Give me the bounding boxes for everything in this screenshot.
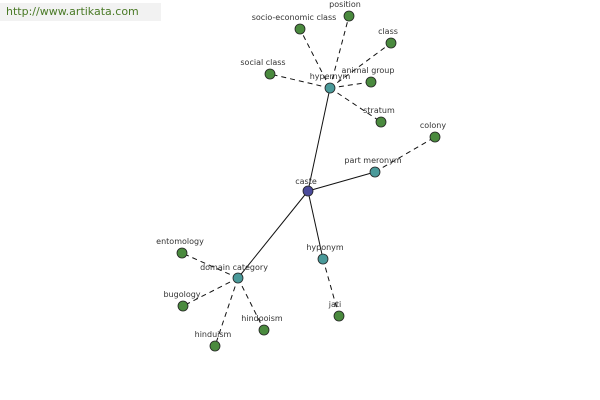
edge-caste-to-domain-category [237,190,309,279]
edge-domain-category-to-bugology [182,277,239,307]
node-colony[interactable] [429,131,441,143]
node-label-hinduism[interactable]: hinduism [195,330,232,339]
edge-hypernym-to-class [329,42,392,89]
node-entomology[interactable] [176,247,188,259]
node-stratum[interactable] [375,116,387,128]
edge-layer [181,15,436,347]
node-label-position[interactable]: position [329,0,361,9]
node-label-social-class[interactable]: social class [240,58,285,67]
edge-hypernym-to-animal-group [329,81,372,89]
edge-hyponym-to-jati [322,258,340,317]
node-label-hindooism[interactable]: hindooism [241,314,283,323]
node-part-meronym[interactable] [369,166,381,178]
edge-part-meronym-to-colony [374,136,436,173]
node-label-entomology[interactable]: entomology [156,237,204,246]
edge-domain-category-to-hinduism [214,277,239,347]
node-label-domain-category[interactable]: domain category [200,263,268,272]
node-bugology[interactable] [177,300,189,312]
edge-hypernym-to-socio-economic-class [299,28,331,89]
edge-hypernym-to-position [329,15,350,89]
node-position[interactable] [343,10,355,22]
edge-caste-to-hyponym [307,190,324,260]
node-label-socio-economic-class[interactable]: socio-economic class [252,13,337,22]
edge-domain-category-to-hindooism [237,277,265,331]
node-hypernym[interactable] [324,82,336,94]
edge-hypernym-to-stratum [329,87,382,123]
edge-caste-to-hypernym [307,87,331,192]
node-label-hyponym[interactable]: hyponym [306,243,344,252]
node-label-hypernym[interactable]: hypernym [310,72,351,81]
node-jati[interactable] [333,310,345,322]
node-label-animal-group[interactable]: animal group [342,66,395,75]
node-label-part-meronym[interactable]: part meronym [344,156,401,165]
node-label-class[interactable]: class [378,27,398,36]
node-hyponym[interactable] [317,253,329,265]
edge-domain-category-to-entomology [181,252,239,279]
edge-hypernym-to-social-class [269,73,331,89]
node-layer [176,10,441,352]
node-socio-economic-class[interactable] [294,23,306,35]
label-layer: caste hypernym part meronym hyponym domain c… [156,0,446,339]
node-label-caste[interactable]: caste [295,177,317,186]
node-animal-group[interactable] [365,76,377,88]
node-social-class[interactable] [264,68,276,80]
node-hindooism[interactable] [258,324,270,336]
node-caste[interactable] [302,185,314,197]
node-class[interactable] [385,37,397,49]
edge-caste-to-part-meronym [307,171,376,192]
node-label-bugology[interactable]: bugology [163,290,200,299]
node-label-jati[interactable]: jati [328,300,341,309]
node-domain-category[interactable] [232,272,244,284]
site-watermark[interactable]: http://www.artikata.com [0,3,161,21]
node-hinduism[interactable] [209,340,221,352]
node-label-stratum[interactable]: stratum [363,106,395,115]
node-label-colony[interactable]: colony [420,121,446,130]
